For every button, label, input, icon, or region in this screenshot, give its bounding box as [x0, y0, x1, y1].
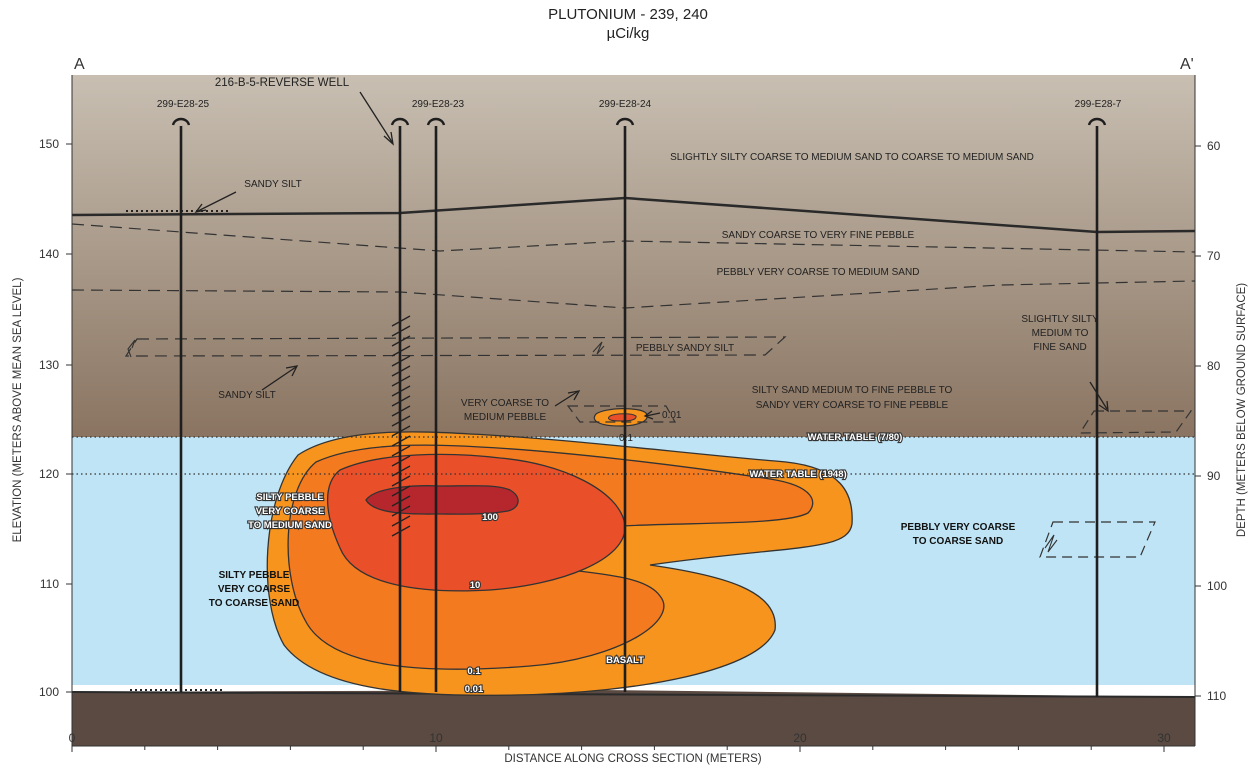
- right-tick-label: 60: [1207, 139, 1221, 153]
- left-tick-label: 130: [39, 358, 59, 372]
- bottom-tick-label: 30: [1157, 731, 1171, 745]
- layer-label-silty-sand: SILTY SAND MEDIUM TO FINE PEBBLE TO: [752, 385, 953, 396]
- left-tick-label: 100: [39, 685, 59, 699]
- right-tick-label: 80: [1207, 359, 1221, 373]
- left-tick-label: 110: [40, 577, 59, 591]
- layer-label-silty-pebble-b: VERY COARSE: [218, 584, 291, 595]
- slightly-silty-arrow: [1089, 381, 1109, 413]
- contour-label-small-0-01: 0.01: [662, 410, 682, 421]
- contour-100: [365, 485, 519, 515]
- left-tick-label: 150: [39, 137, 59, 151]
- very-coarse-arrow: [554, 390, 581, 407]
- layer-label-pebbly-coarse: PEBBLY VERY COARSE TO MEDIUM SAND: [717, 267, 920, 278]
- well-label-299-E28-25: 299-E28-25: [157, 99, 210, 110]
- lens-break-middle: [592, 341, 605, 355]
- layer-label-silty-pebble-a: SILTY PEBBLE: [256, 492, 323, 503]
- layer-label-very-coarse: MEDIUM PEBBLE: [464, 412, 547, 423]
- lens-break-right: [1044, 534, 1058, 553]
- right-tick-label: 110: [1207, 689, 1226, 703]
- well-label-299-E28-24: 299-E28-24: [599, 99, 652, 110]
- diagram-units: µCi/kg: [606, 25, 650, 42]
- layer-label-very-coarse: VERY COARSE TO: [461, 398, 549, 409]
- layer-label-silty-sand: SANDY VERY COARSE TO FINE PEBBLE: [756, 400, 949, 411]
- contour-label-10: 10: [470, 580, 481, 591]
- bottom-minor-ticks: [71, 746, 1165, 752]
- very-coarse-pebble-lens: [566, 405, 677, 423]
- layer-label-silty-pebble-b: SILTY PEBBLE: [219, 570, 290, 581]
- contour-label-small-0-1: 0.1: [619, 433, 633, 444]
- contour-label-100: 100: [482, 512, 498, 523]
- well-label-299-E28-7: 299-E28-7: [1075, 99, 1122, 110]
- contour-label-0-01: 0.01: [465, 684, 484, 695]
- well-299-E28-23: [426, 117, 446, 692]
- well-299-E28-25: [171, 117, 191, 692]
- bottom-tick-label: 10: [429, 731, 443, 745]
- section-end-label: A': [1180, 56, 1194, 73]
- reverse-well-arrow: [359, 91, 394, 146]
- layer-label-sandy-silt: SANDY SILT: [244, 179, 301, 190]
- slightly-silty-lens: [1078, 410, 1193, 434]
- vadose-zone: [72, 75, 1195, 437]
- layer-label-basalt: BASALT: [606, 655, 644, 666]
- x-axis-title: DISTANCE ALONG CROSS SECTION (METERS): [504, 753, 761, 765]
- well-label-299-E28-23: 299-E28-23: [412, 99, 465, 110]
- basalt-layer: [72, 690, 1195, 746]
- section-start-label: A: [74, 56, 85, 73]
- right-axis-title: DEPTH (METERS BELOW GROUND SURFACE): [1236, 283, 1248, 537]
- layer-label-pebbly-sandy-silt: PEBBLY SANDY SILT: [636, 343, 734, 354]
- water-table-1980-label: WATER TABLE (7/80): [808, 432, 903, 443]
- layer-label-silty-pebble-b: TO COARSE SAND: [209, 598, 299, 609]
- well-299-E28-7: [1087, 117, 1107, 697]
- left-axis-title: ELEVATION (METERS ABOVE MEAN SEA LEVEL): [12, 277, 24, 542]
- lens-break-left: [127, 339, 136, 358]
- layer-label-sandy-coarse: SANDY COARSE TO VERY FINE PEBBLE: [722, 230, 915, 241]
- reverse-well-label: 216-B-5-REVERSE WELL: [215, 77, 350, 89]
- contour-small-0-1: [607, 413, 637, 422]
- left-tick-marks: [66, 143, 72, 693]
- well-screen-hatching: [391, 315, 411, 537]
- well-299-E28-24: [615, 117, 635, 692]
- sandy-coarse-contact: [71, 223, 1196, 253]
- right-tick-label: 100: [1207, 579, 1227, 593]
- layer-label-silty-pebble-a: VERY COARSE: [256, 506, 325, 517]
- layer-label-slightly-silty: SLIGHTLY SILTY: [1021, 314, 1099, 325]
- bottom-tick-label: 0: [69, 731, 76, 745]
- contour-label-0-1: 0.1: [467, 666, 481, 677]
- pebbly-right-lens: [1039, 521, 1156, 558]
- sandy-silt-arrow: [194, 191, 237, 213]
- layer-label-sandy-silt-lower: SANDY SILT: [218, 390, 275, 401]
- right-tick-marks: [1195, 145, 1201, 697]
- right-tick-label: 70: [1207, 249, 1221, 263]
- left-tick-label: 140: [39, 247, 59, 261]
- layer-label-top: SLIGHTLY SILTY COARSE TO MEDIUM SAND TO …: [670, 152, 1034, 163]
- layer-label-pebbly-right: TO COARSE SAND: [913, 536, 1003, 547]
- water-table-1948-label: WATER TABLE (1948): [749, 469, 846, 480]
- layer-label-slightly-silty: FINE SAND: [1033, 342, 1086, 353]
- layer-label-slightly-silty: MEDIUM TO: [1032, 328, 1089, 339]
- diagram-title: PLUTONIUM - 239, 240: [548, 6, 708, 23]
- sandy-silt-lower-arrow: [261, 365, 299, 391]
- bottom-tick-label: 20: [793, 731, 807, 745]
- left-tick-label: 120: [39, 467, 59, 481]
- contour-0-01-arrow: [643, 410, 661, 420]
- right-tick-label: 90: [1207, 469, 1221, 483]
- basalt-contact-line: [71, 691, 1196, 698]
- layer-label-pebbly-right: PEBBLY VERY COARSE: [901, 522, 1016, 533]
- well-216-B-5: [390, 117, 410, 692]
- pebbly-sandy-silt-lens: [124, 336, 787, 357]
- layer-label-silty-pebble-a: TO MEDIUM SAND: [248, 520, 332, 531]
